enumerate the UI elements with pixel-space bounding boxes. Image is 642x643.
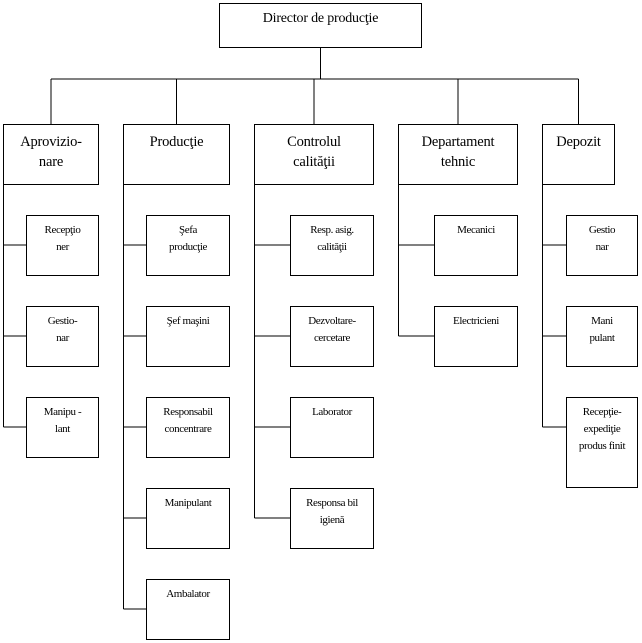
dept-controlul-calitatii: Controlul calităţii (254, 124, 374, 185)
role-label: Responsabil concentrare (163, 406, 213, 435)
dept-label: Depozit (556, 134, 601, 150)
role-label: Responsa bil igienă (306, 497, 358, 526)
role-manipulant: Manipulant (146, 488, 230, 549)
root-node-director: Director de producţie (219, 3, 422, 48)
root-node-label: Director de producţie (262, 11, 379, 26)
role-sef-masini: Şef maşini (146, 306, 230, 367)
role-electricieni: Electricieni (434, 306, 518, 367)
dept-aprovizionare: Aprovizio- nare (3, 124, 99, 185)
dept-depozit: Depozit (542, 124, 615, 185)
role-laborator: Laborator (290, 397, 374, 458)
role-label: Mani pulant (589, 315, 615, 344)
role-label: Şef maşini (166, 315, 210, 327)
role-manipulant: Manipu - lant (26, 397, 99, 458)
dept-productie: Producţie (123, 124, 230, 185)
role-label: Manipu - lant (43, 406, 82, 435)
role-label: Recepţie- expediţie produs finit (578, 406, 626, 452)
role-gestionar: Gestio- nar (26, 306, 99, 367)
role-label: Şefa producţie (169, 224, 207, 253)
dept-label: Producţie (149, 134, 204, 150)
dept-label: Aprovizio- nare (20, 134, 82, 170)
role-label: Electricieni (453, 315, 499, 327)
role-responsabil-concentrare: Responsabil concentrare (146, 397, 230, 458)
role-resp-asig-calitatii: Resp. asig. calităţii (290, 215, 374, 276)
role-label: Mecanici (457, 224, 495, 236)
role-mecanici: Mecanici (434, 215, 518, 276)
role-gestionar: Gestio nar (566, 215, 638, 276)
role-ambalator: Ambalator (146, 579, 230, 640)
role-label: Gestio- nar (47, 315, 78, 344)
dept-label: Controlul calităţii (287, 134, 341, 170)
role-label: Recepţio ner (44, 224, 81, 253)
role-manipulant: Mani pulant (566, 306, 638, 367)
role-responsabil-igiena: Responsa bil igienă (290, 488, 374, 549)
role-dezvoltare-cercetare: Dezvoltare- cercetare (290, 306, 374, 367)
role-label: Dezvoltare- cercetare (308, 315, 356, 344)
role-receptioner: Recepţio ner (26, 215, 99, 276)
dept-departament-tehnic: Departament tehnic (398, 124, 518, 185)
role-label: Resp. asig. calităţii (310, 224, 354, 253)
role-label: Gestio nar (588, 224, 616, 253)
role-label: Manipulant (164, 497, 212, 509)
dept-label: Departament tehnic (421, 134, 495, 170)
role-sefa-productie: Şefa producţie (146, 215, 230, 276)
role-label: Laborator (312, 406, 352, 418)
role-label: Ambalator (166, 588, 210, 600)
role-receptie-expeditie: Recepţie- expediţie produs finit (566, 397, 638, 488)
